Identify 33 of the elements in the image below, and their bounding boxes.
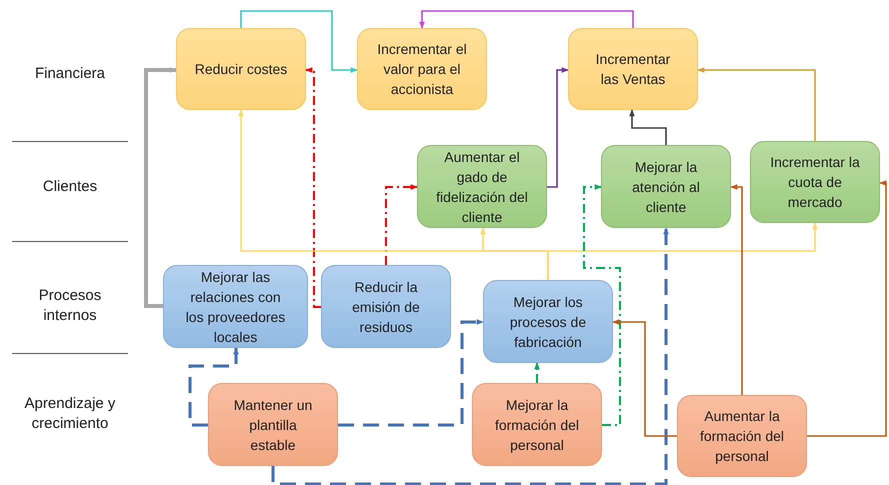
perspective-label: Financiera bbox=[34, 64, 106, 84]
arrow bbox=[730, 184, 743, 395]
arrow bbox=[629, 109, 667, 145]
arrow bbox=[240, 10, 358, 73]
objective-box: Mantener un plantilla estable bbox=[208, 383, 338, 466]
arrow bbox=[534, 362, 540, 383]
objective-box: Reducir costes bbox=[176, 28, 306, 110]
objective-box: Incrementar las Ventas bbox=[568, 28, 698, 110]
arrow bbox=[583, 184, 621, 426]
objective-box: Aumentar el gado de fidelización del cliente bbox=[417, 145, 547, 228]
arrow bbox=[385, 184, 418, 265]
objective-box: Aumentar la formación del personal bbox=[677, 395, 807, 477]
objective-box: Mejorar las relaciones con los proveedores locales bbox=[163, 265, 308, 348]
objective-box: Incrementar el valor para el accionista bbox=[357, 28, 487, 110]
arrow bbox=[697, 67, 816, 141]
perspective-label: Procesos internos bbox=[38, 286, 102, 326]
arrow bbox=[419, 10, 634, 29]
arrow bbox=[807, 180, 887, 437]
arrow bbox=[338, 319, 484, 426]
arrow bbox=[188, 347, 239, 426]
objective-box: Reducir la emisión de residuos bbox=[321, 265, 451, 348]
objective-box: Mejorar la atención al cliente bbox=[601, 145, 731, 228]
arrow bbox=[305, 67, 321, 308]
arrow bbox=[144, 67, 177, 308]
objective-box: Incrementar la cuota de mercado bbox=[750, 141, 880, 223]
arrow bbox=[272, 227, 669, 485]
arrow bbox=[547, 222, 818, 280]
perspective-label: Clientes bbox=[42, 177, 98, 197]
objective-box: Mejorar la formación del personal bbox=[472, 383, 602, 466]
arrow bbox=[547, 67, 569, 188]
objective-box: Mejorar los procesos de fabricación bbox=[483, 280, 613, 363]
arrow bbox=[612, 319, 677, 437]
perspective-label: Aprendizaje y crecimiento bbox=[24, 394, 116, 434]
